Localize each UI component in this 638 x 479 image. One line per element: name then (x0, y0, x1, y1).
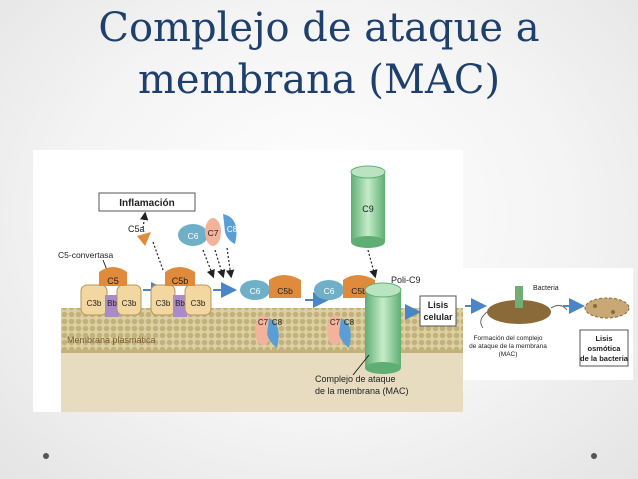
c9-monomer: C9 (350, 165, 386, 279)
svg-text:C9: C9 (362, 204, 374, 214)
svg-text:C5b: C5b (172, 276, 189, 286)
svg-text:C6: C6 (250, 286, 261, 296)
svg-text:osmótica: osmótica (588, 344, 622, 353)
c5-convertase-label: C5-convertasa (58, 250, 114, 260)
svg-text:Lisis: Lisis (428, 300, 449, 310)
mac-label-line2: de la membrana (MAC) (315, 386, 409, 396)
svg-text:C6: C6 (324, 286, 335, 296)
cell-lysis-box: Lisis celular (419, 295, 457, 327)
svg-text:C3b: C3b (156, 299, 171, 308)
svg-text:C5: C5 (107, 276, 119, 286)
svg-text:celular: celular (423, 312, 453, 322)
mac-pointer (352, 354, 370, 376)
svg-text:C7: C7 (330, 318, 341, 327)
svg-text:C8: C8 (227, 225, 238, 234)
bacterial-lysis-box: Lisis osmótica de la bacteria (579, 329, 629, 367)
bacterium-lysed (584, 297, 630, 319)
c5a-fragment: C5a (128, 211, 151, 246)
c5a-release-arrow (152, 241, 164, 271)
svg-text:C8: C8 (272, 318, 283, 327)
svg-text:de ataque de la membrana: de ataque de la membrana (469, 343, 547, 350)
svg-text:C6: C6 (188, 231, 199, 241)
mac-label-line1: Complejo de ataque (315, 374, 396, 384)
svg-text:C3b: C3b (87, 299, 102, 308)
svg-text:C3b: C3b (122, 299, 137, 308)
svg-text:C7: C7 (258, 318, 269, 327)
bacterium-intact: Bacteria (480, 285, 568, 329)
svg-text:C5b: C5b (277, 286, 293, 296)
slide-title-line2: membrana (MAC) (137, 57, 501, 103)
svg-text:de la bacteria: de la bacteria (580, 354, 629, 363)
membrane-label: Membrana plasmática (67, 335, 156, 345)
svg-text:C8: C8 (344, 318, 355, 327)
svg-text:Formación del complejo: Formación del complejo (473, 335, 542, 342)
slide-bullet-right (591, 453, 597, 459)
c5b-c6-c7-c8-complex: C6 C5b C7 C8 (240, 275, 301, 348)
bacterial-lysis-panel: Bacteria Formación del complejo de ataqu… (463, 268, 633, 380)
svg-text:C3b: C3b (191, 299, 206, 308)
slide-title-line1: Complejo de ataque a (98, 5, 540, 51)
c6-c7-c8-group: C6 C7 C8 (178, 214, 238, 279)
svg-text:C5b: C5b (351, 286, 367, 296)
svg-text:Bb: Bb (175, 299, 185, 308)
svg-text:C7: C7 (208, 228, 219, 238)
inflammation-box: Inflamación (98, 192, 196, 212)
inflammation-label: Inflamación (119, 198, 175, 209)
svg-text:(MAC): (MAC) (499, 351, 518, 358)
bacteria-label: Bacteria (533, 285, 559, 292)
c5b-complex: C5b C3b Bb C3b (150, 267, 212, 317)
mac-pathway-diagram: Inflamación C5a C5-convertasa C5 C3b Bb … (33, 150, 463, 412)
poly-c9-pore: Poli-C9 (364, 275, 421, 374)
svg-text:Lisis: Lisis (595, 334, 612, 343)
poly-c9-label: Poli-C9 (391, 275, 421, 285)
svg-text:Bb: Bb (107, 299, 117, 308)
c5-convertase-complex: C5 C3b Bb C3b (80, 267, 142, 317)
svg-text:C5a: C5a (128, 224, 145, 234)
slide-bullet-left (43, 453, 49, 459)
